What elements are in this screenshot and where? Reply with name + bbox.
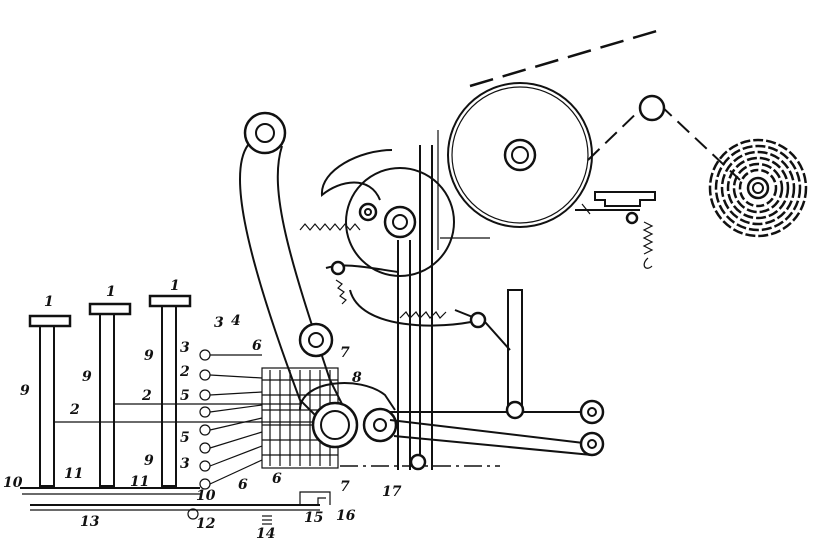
label-3-top: 3	[214, 315, 224, 331]
column-right	[148, 294, 192, 487]
label-12: 12	[196, 516, 216, 532]
label-4: 4	[231, 313, 241, 329]
label-6-bottom-right: 6	[272, 471, 282, 487]
cam-wheel	[299, 149, 511, 351]
label-6-bottom-left: 6	[238, 477, 248, 493]
bottom-parts	[262, 491, 331, 525]
link-rods	[389, 289, 605, 457]
label-2-upper: 2	[141, 388, 152, 404]
label-1-left: 1	[44, 294, 54, 310]
roller-stack	[199, 349, 263, 490]
label-9-left: 9	[20, 383, 30, 399]
label-14: 14	[256, 526, 275, 542]
label-17: 17	[382, 484, 402, 500]
paper-drum	[440, 82, 593, 239]
label-3-upper: 3	[180, 340, 190, 356]
label-11-right: 11	[130, 474, 149, 490]
label-8: 8	[352, 370, 362, 386]
column-left	[28, 314, 72, 487]
label-1-right: 1	[170, 278, 180, 294]
tension-bracket	[575, 191, 656, 269]
label-2-lower: 2	[69, 402, 80, 418]
label-13: 13	[80, 514, 100, 530]
paper-roll	[708, 138, 808, 238]
label-7-top: 7	[340, 345, 350, 361]
lever-arm	[238, 111, 351, 431]
paper-path	[469, 28, 741, 181]
label-9-right-bottom: 9	[144, 453, 154, 469]
vertical-frame	[397, 130, 439, 471]
column-middle	[88, 302, 132, 487]
label-1-middle: 1	[106, 284, 116, 300]
label-6-top: 6	[252, 338, 262, 354]
comb-block	[261, 367, 339, 469]
label-5-lower: 5	[180, 430, 190, 446]
label-2-stack: 2	[179, 364, 190, 380]
label-7-bottom: 7	[340, 479, 350, 495]
base-rails	[20, 487, 320, 520]
label-10-left: 10	[3, 475, 23, 491]
eccentric-hub	[298, 322, 398, 449]
label-10-right: 10	[196, 488, 216, 504]
label-15: 15	[304, 510, 323, 526]
label-5-upper: 5	[180, 388, 190, 404]
reference-numerals: 1 1 1 9 9 9 9 2 2 2 3 3 3 4 5 5 6 6 6 7 …	[3, 278, 402, 542]
label-3-lower: 3	[180, 456, 190, 472]
label-11-left: 11	[64, 466, 83, 482]
label-9-right-top: 9	[144, 348, 154, 364]
label-9-middle: 9	[82, 369, 92, 385]
label-16: 16	[336, 508, 356, 524]
